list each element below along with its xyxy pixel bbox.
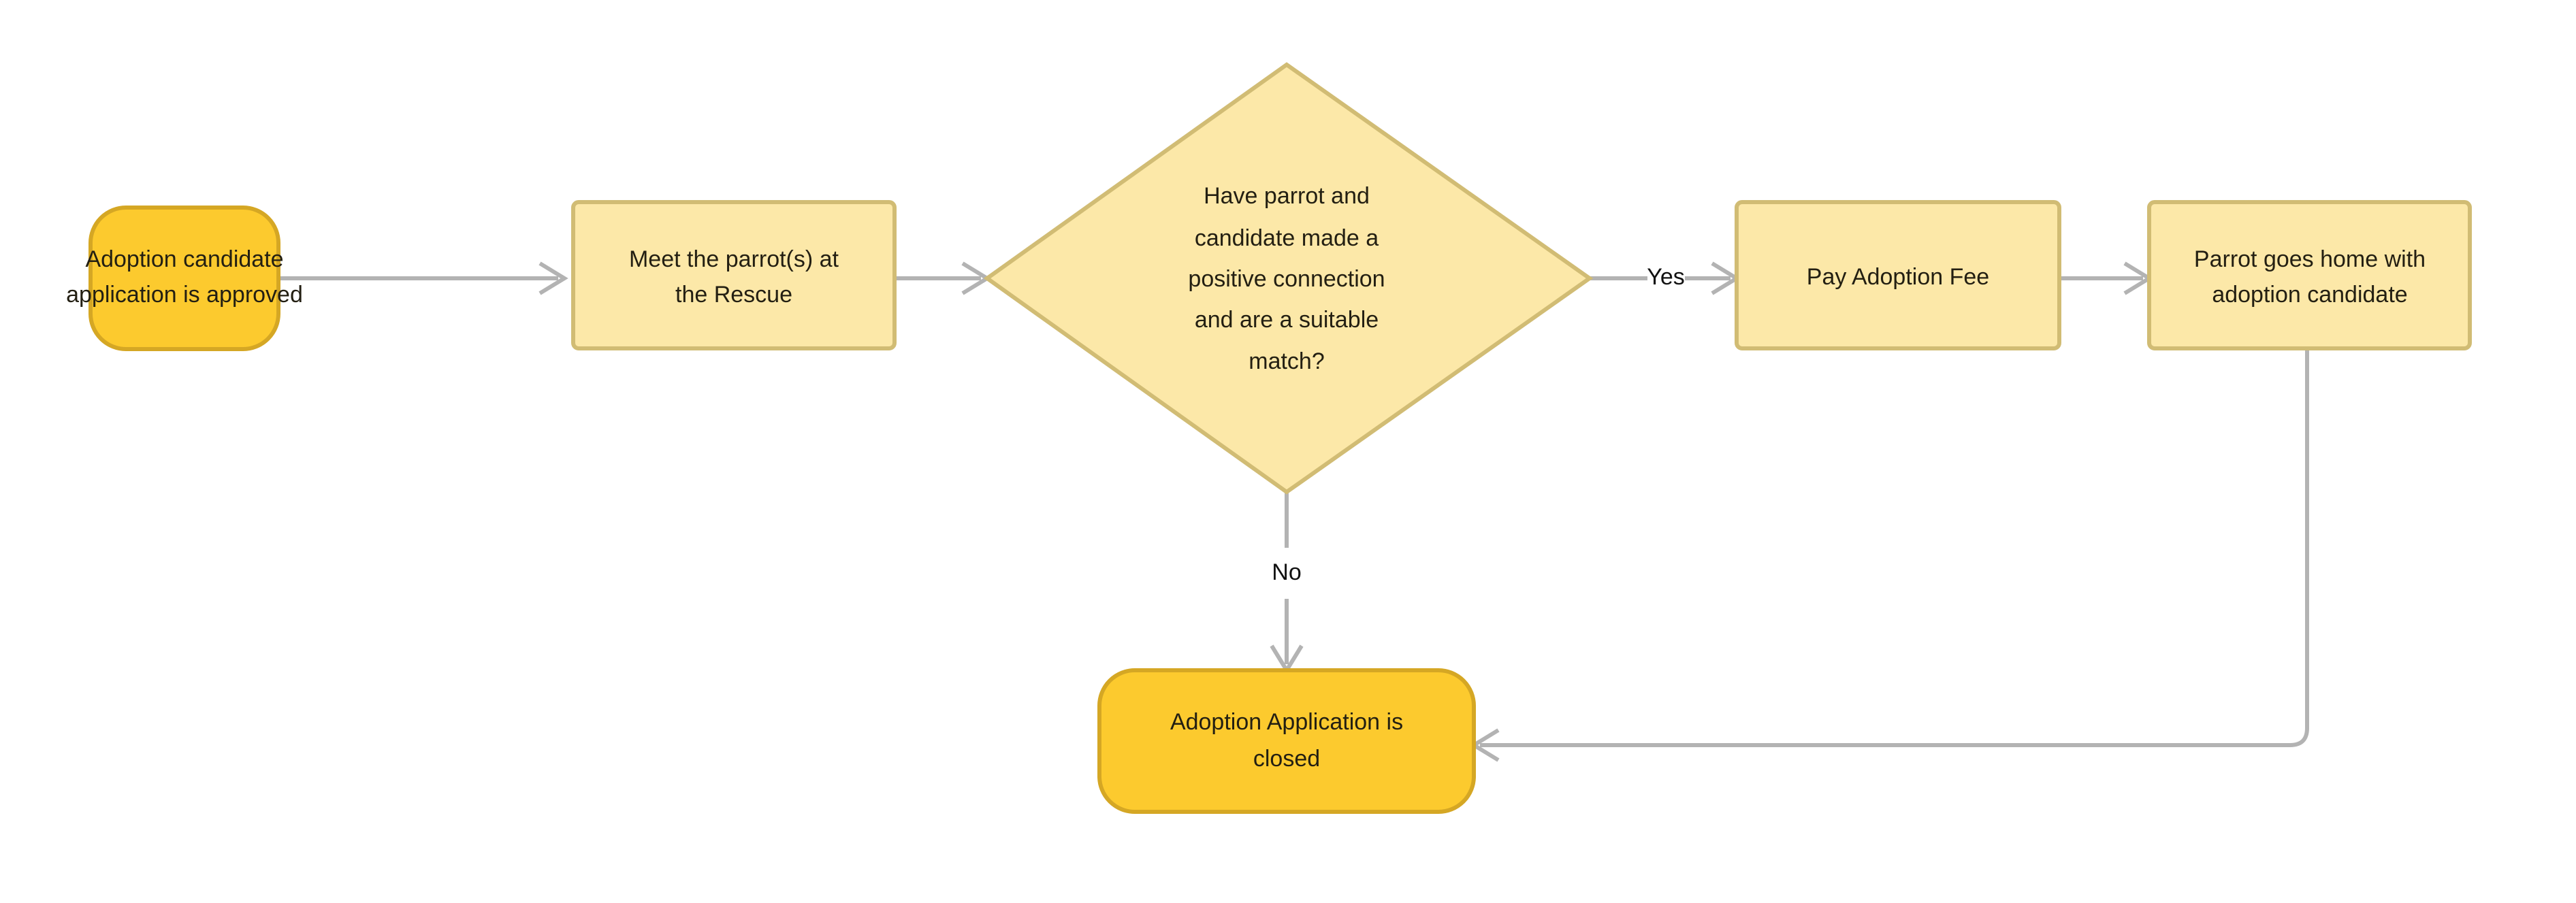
edge-decision-to-closed: No [1270, 492, 1304, 674]
node-decision[interactable]: Have parrot and candidate made a positiv… [983, 62, 1594, 495]
node-pay-adoption-fee-label: Pay Adoption Fee [1807, 264, 1989, 290]
node-decision-label-line-1: Have parrot and [1204, 183, 1370, 209]
edge-start-to-meet [278, 261, 568, 295]
node-parrot-goes-home-label-line-1: Parrot goes home with [2194, 246, 2426, 272]
node-pay-adoption-fee-shape[interactable] [1735, 200, 2061, 350]
edge-home-to-closed [1470, 348, 2309, 762]
node-application-closed-shape[interactable] [1097, 668, 1476, 814]
node-pay-adoption-fee[interactable]: Pay Adoption Fee [1735, 200, 2061, 350]
node-parrot-goes-home-label-line-2: adoption candidate [2212, 282, 2407, 308]
node-meet-parrots-shape[interactable] [571, 200, 897, 350]
node-decision-label-line-5: match? [1249, 348, 1325, 374]
node-meet-parrots-label-line-1: Meet the parrot(s) at [629, 246, 839, 272]
edge-fee-to-home [2059, 261, 2153, 295]
node-start[interactable]: Adoption candidate application is approv… [66, 206, 303, 351]
node-start-shape[interactable] [88, 206, 280, 351]
node-meet-parrots-label-line-2: the Rescue [675, 282, 792, 308]
edge-meet-to-decision [895, 261, 991, 295]
node-application-closed-label-line-1: Adoption Application is [1170, 709, 1403, 735]
node-decision-label-line-4: and are a suitable [1195, 307, 1379, 333]
node-start-label-line-1: Adoption candidate [85, 246, 283, 272]
edge-label-no: No [1272, 559, 1301, 585]
edge-decision-to-fee: Yes [1590, 261, 1741, 295]
node-parrot-goes-home[interactable]: Parrot goes home with adoption candidate [2147, 200, 2472, 350]
node-application-closed[interactable]: Adoption Application is closed [1097, 668, 1476, 814]
node-decision-label-line-3: positive connection [1188, 266, 1385, 292]
node-start-label-line-2: application is approved [66, 282, 303, 308]
node-decision-shape[interactable] [983, 62, 1594, 495]
node-parrot-goes-home-shape[interactable] [2147, 200, 2472, 350]
edge-label-yes: Yes [1647, 264, 1684, 290]
node-application-closed-label-line-2: closed [1253, 746, 1320, 772]
node-decision-label-line-2: candidate made a [1195, 225, 1379, 251]
node-meet-parrots[interactable]: Meet the parrot(s) at the Rescue [571, 200, 897, 350]
